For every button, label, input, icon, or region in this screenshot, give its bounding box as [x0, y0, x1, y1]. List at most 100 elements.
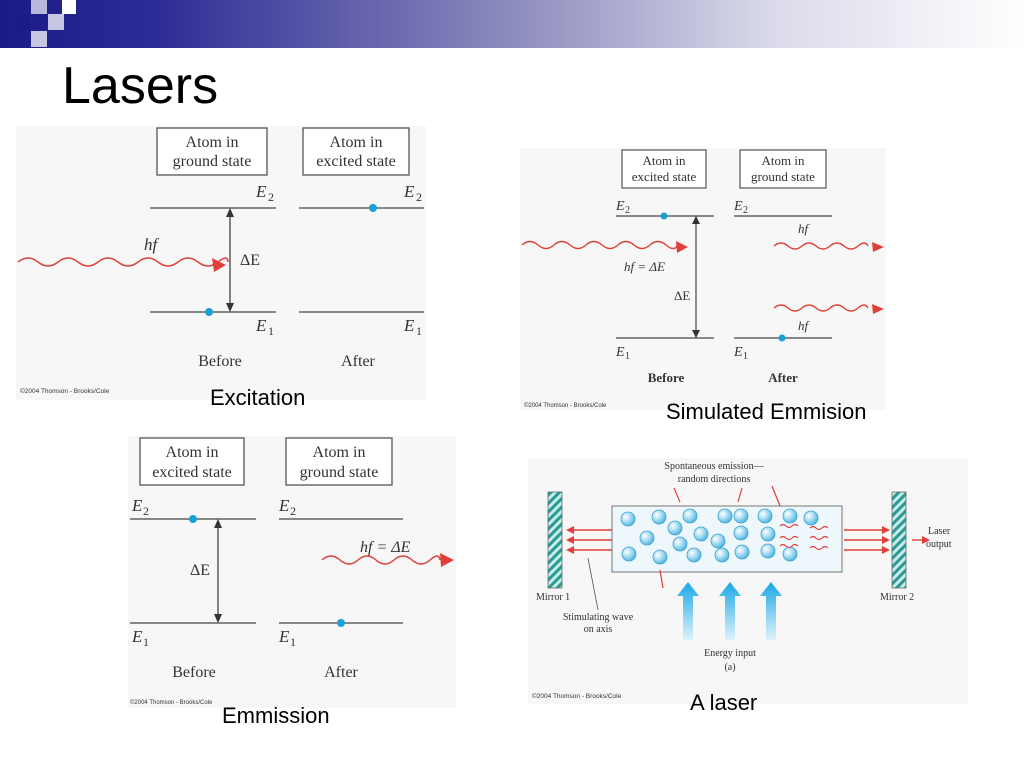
photon-arrowhead: [440, 553, 454, 567]
caption-emission: Emmission: [222, 703, 330, 728]
spontaneous-label: Spontaneous emission—: [664, 461, 764, 472]
box-label: Atom in: [330, 134, 383, 151]
copyright: ©2004 Thomson - Brooks/Cole: [130, 699, 213, 706]
energy-input-arrows: [677, 582, 782, 640]
laser-figure: Spontaneous emission— random directions: [528, 458, 968, 704]
photon-arrowhead: [212, 258, 226, 272]
copyright: ©2004 Thomson - Brooks/Cole: [524, 402, 607, 409]
e1-label: E: [733, 345, 743, 360]
atom-electron: [205, 308, 213, 316]
atom-electron: [778, 334, 786, 342]
axis-arrows: [568, 529, 926, 551]
panel-label: (a): [724, 662, 735, 673]
stimulated-diagram: Atom in excited state Atom in ground sta…: [521, 149, 884, 409]
e2-label: E: [403, 182, 415, 201]
e2-sub: 2: [743, 205, 748, 216]
logo-square-light: [48, 14, 64, 30]
mirror-1-label: Mirror 1: [536, 592, 570, 603]
copyright: ©2004 Thomson - Brooks/Cole: [532, 692, 622, 700]
e1-label: E: [255, 316, 267, 335]
photon-arrowhead: [872, 304, 884, 314]
box-label: excited state: [632, 169, 697, 184]
laser-output-label: Laser: [928, 526, 951, 537]
box-label: excited state: [152, 464, 232, 481]
energy-input-label: Energy input: [704, 648, 756, 659]
box-label: Atom in: [643, 153, 686, 168]
atom-electron: [189, 515, 197, 523]
e2-sub: 2: [416, 190, 422, 204]
before-label: Before: [198, 353, 242, 370]
e2-label: E: [255, 182, 267, 201]
photon-label: hf: [144, 235, 160, 254]
atom-electron: [337, 619, 345, 627]
axis-arrowheads: [566, 526, 930, 554]
e1-sub: 1: [290, 635, 296, 649]
mirror-2-label: Mirror 2: [880, 592, 914, 603]
e2-sub: 2: [268, 190, 274, 204]
stimulating-wave-label: Stimulating wave: [563, 612, 634, 623]
e1-label: E: [131, 627, 143, 646]
box-label: ground state: [173, 153, 252, 170]
excitation-diagram: Atom in ground state Atom in excited sta…: [17, 127, 424, 395]
e2-label: E: [131, 496, 143, 515]
delta-e-label: ΔE: [190, 562, 210, 579]
cavity-photons: [659, 485, 829, 589]
photon-wave: [521, 240, 679, 250]
photon-wave: [773, 242, 869, 250]
after-label: After: [768, 370, 798, 385]
box-label: ground state: [751, 169, 815, 184]
mirror-2: [891, 491, 907, 589]
box-label: ground state: [300, 464, 379, 481]
photon-arrowhead: [676, 241, 688, 253]
box-label: Atom in: [313, 444, 366, 461]
e1-sub: 1: [743, 351, 748, 362]
laser-diagram: Spontaneous emission— random directions: [532, 461, 952, 700]
e1-label: E: [403, 316, 415, 335]
photon-label: hf = ΔE: [624, 259, 665, 274]
mirror-1: [547, 491, 563, 589]
box-label: Atom in: [186, 134, 239, 151]
e1-sub: 1: [416, 324, 422, 338]
pointer-line: [587, 557, 599, 611]
e2-label: E: [278, 496, 290, 515]
before-label: Before: [648, 370, 685, 385]
e1-sub: 1: [625, 351, 630, 362]
spontaneous-label: random directions: [678, 474, 751, 485]
photon-wave: [321, 555, 441, 565]
atoms: [620, 508, 819, 565]
box-label: Atom in: [166, 444, 219, 461]
after-label: After: [341, 353, 375, 370]
after-label: After: [324, 664, 358, 681]
slide-title: Lasers: [62, 57, 219, 115]
box-label: Atom in: [762, 153, 805, 168]
caption-laser: A laser: [690, 690, 758, 715]
logo-square-light: [31, 0, 47, 14]
photon-label: hf = ΔE: [360, 539, 411, 556]
e2-label: E: [733, 199, 743, 214]
delta-e-label: ΔE: [240, 252, 260, 269]
atom-electron: [369, 204, 377, 212]
delta-e-label: ΔE: [674, 288, 690, 303]
e1-sub: 1: [143, 635, 149, 649]
logo-square-white: [62, 0, 76, 14]
e1-sub: 1: [268, 324, 274, 338]
e1-label: E: [278, 627, 290, 646]
photon-label: hf: [798, 318, 811, 333]
e2-sub: 2: [143, 504, 149, 518]
photon-label: hf: [798, 221, 811, 236]
box-label: excited state: [316, 153, 396, 170]
e2-label: E: [615, 199, 625, 214]
e2-sub: 2: [290, 504, 296, 518]
photon-arrowhead: [872, 242, 884, 252]
before-label: Before: [172, 664, 216, 681]
stimulated-emission-figure: Atom in excited state Atom in ground sta…: [520, 148, 886, 410]
emission-diagram: Atom in excited state Atom in ground sta…: [130, 437, 454, 706]
caption-stimulated-emission: Simulated Emmision: [666, 399, 867, 424]
logo-square-light: [31, 31, 47, 47]
atom-electron: [660, 212, 668, 220]
e1-label: E: [615, 345, 625, 360]
header-banner: [0, 0, 1024, 48]
stimulating-wave-label: on axis: [584, 624, 613, 635]
logo-square-dark: [14, 14, 30, 30]
excitation-figure: Atom in ground state Atom in excited sta…: [16, 126, 426, 400]
